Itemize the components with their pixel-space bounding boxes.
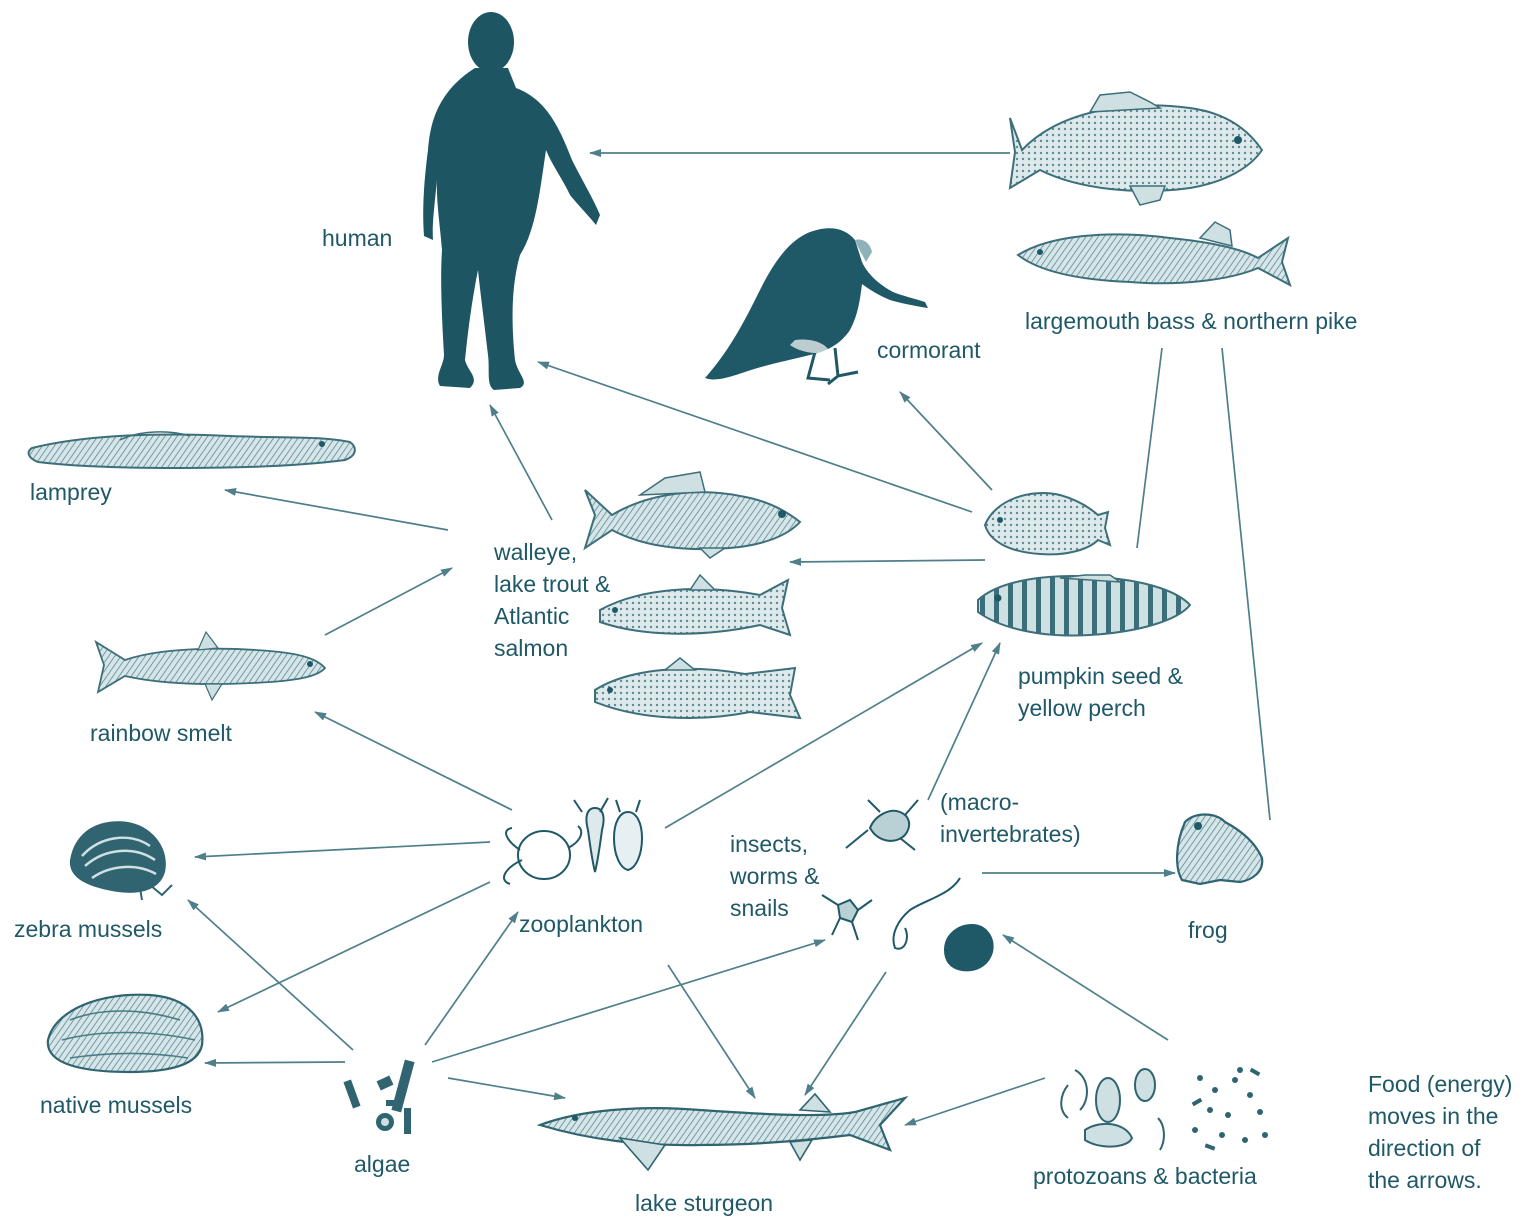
arrow-algae-to-insects [432, 940, 825, 1062]
label-pumpkinseed-line: yellow perch [1018, 692, 1183, 724]
arrow-insects-to-perch [928, 643, 1000, 800]
arrow-protozoa-to-insects [1003, 935, 1168, 1040]
atlantic-salmon-fish-icon [595, 658, 800, 718]
yellow-perch-fish-icon [978, 575, 1190, 636]
note-line: the arrows. [1368, 1164, 1512, 1196]
largemouth-bass-fish-icon [1010, 92, 1262, 205]
label-algae: algae [354, 1148, 410, 1180]
food-web-arrows [188, 153, 1270, 1125]
rainbow-smelt-fish-icon [96, 632, 325, 700]
arrow-smelt-to-walleye [325, 568, 452, 635]
arrow-algae-to-zebra [188, 900, 353, 1050]
arrow-zooplankton-to-zebra [195, 842, 490, 857]
pumpkinseed-fish-icon [985, 493, 1110, 554]
arrow-algae-to-zooplankton [425, 912, 518, 1045]
label-insects-line: snails [730, 892, 819, 924]
arrow-walleye-to-human [490, 405, 552, 520]
label-walleye-line: salmon [494, 632, 610, 664]
label-protozoa-bacteria: protozoans & bacteria [1033, 1160, 1257, 1192]
label-human: human [322, 222, 392, 254]
northern-pike-fish-icon [1018, 222, 1290, 285]
label-lamprey: lamprey [30, 476, 112, 508]
frog-icon [1177, 815, 1262, 885]
algae-icon [343, 1060, 414, 1134]
native-mussel-icon [48, 995, 203, 1072]
label-insects-line: insects, [730, 828, 819, 860]
zebra-mussel-icon [70, 821, 172, 900]
label-pumpkinseed-line: pumpkin seed & [1018, 660, 1183, 692]
lake-trout-fish-icon [600, 575, 790, 635]
arrow-perch-to-human [538, 362, 972, 512]
label-cormorant: cormorant [877, 334, 981, 366]
arrow-algae-to-native [205, 1062, 345, 1063]
label-insects-group: insects, worms & snails [730, 828, 819, 924]
label-rainbow-smelt: rainbow smelt [90, 717, 232, 749]
label-lake-sturgeon: lake sturgeon [635, 1187, 773, 1219]
line-perch-to-bass [1137, 348, 1162, 548]
arrow-perch-to-cormorant [900, 392, 992, 490]
note-line: moves in the [1368, 1100, 1512, 1132]
human-silhouette-icon [423, 12, 600, 390]
label-frog: frog [1188, 914, 1228, 946]
arrow-walleye-to-lamprey [225, 490, 448, 530]
line-frog-to-pike [1222, 348, 1270, 820]
label-walleye-group: walleye, lake trout & Atlantic salmon [494, 536, 610, 664]
label-walleye-line: Atlantic [494, 600, 610, 632]
lake-sturgeon-fish-icon [540, 1094, 905, 1170]
label-walleye-line: walleye, [494, 536, 610, 568]
arrow-perch-to-walleye [790, 560, 985, 562]
arrow-protozoa-to-sturgeon [905, 1078, 1045, 1125]
label-macro-line: invertebrates) [940, 818, 1081, 850]
label-zebra-mussels: zebra mussels [14, 913, 162, 945]
note-energy-direction: Food (energy) moves in the direction of … [1368, 1068, 1512, 1196]
arrow-insects-to-sturgeon [805, 972, 886, 1095]
label-bass-pike: largemouth bass & northern pike [1025, 305, 1357, 337]
label-walleye-line: lake trout & [494, 568, 610, 600]
note-line: Food (energy) [1368, 1068, 1512, 1100]
label-zooplankton: zooplankton [519, 908, 643, 940]
arrow-zooplankton-to-native [218, 882, 490, 1012]
label-pumpkinseed-group: pumpkin seed & yellow perch [1018, 660, 1183, 724]
label-macroinvertebrates: (macro- invertebrates) [940, 786, 1081, 850]
arrow-zooplankton-to-smelt [315, 712, 512, 810]
lamprey-icon [29, 432, 355, 468]
protozoa-bacteria-icon [1061, 1067, 1268, 1151]
note-line: direction of [1368, 1132, 1512, 1164]
label-macro-line: (macro- [940, 786, 1081, 818]
arrow-algae-to-sturgeon [448, 1078, 565, 1098]
label-native-mussels: native mussels [40, 1089, 192, 1121]
zooplankton-icon [504, 798, 642, 884]
label-insects-line: worms & [730, 860, 819, 892]
walleye-fish-icon [585, 472, 800, 558]
